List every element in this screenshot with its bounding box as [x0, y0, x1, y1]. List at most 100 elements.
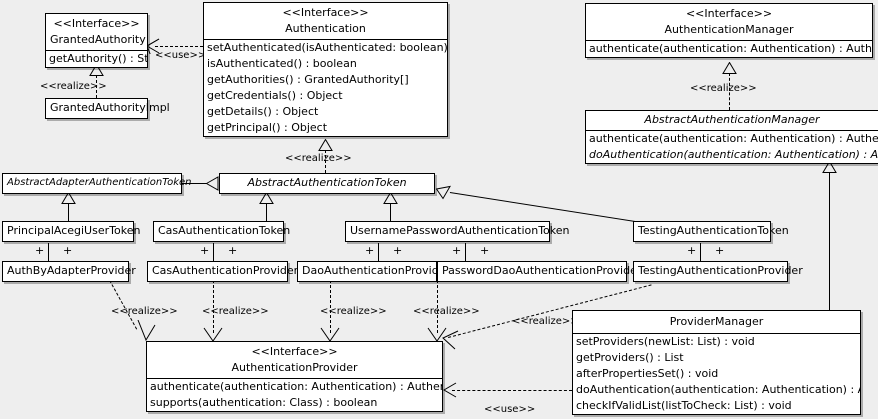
- class-name-testingauthenticationprovider: TestingAuthenticationProvider: [638, 264, 803, 277]
- class-box-principalacegiusertoken[interactable]: PrincipalAcegiUserToken: [2, 221, 140, 242]
- association-link-userpasstoken-pwddaoprovider: [465, 243, 466, 261]
- class-header-authenticationmanager: <<Interface>> AuthenticationManager: [586, 4, 872, 40]
- class-header-providermanager: ProviderManager: [573, 311, 860, 333]
- operation-row: doAuthentication(authentication: Authent…: [589, 148, 878, 161]
- use-link-providermanager-authenticationprovider: [452, 390, 572, 391]
- realize-link-casprovider-authenticationprovider: [213, 280, 214, 333]
- association-link-principalacegi-authbyadapter: [48, 243, 49, 261]
- operation-row: supports(authentication: Class) : boolea…: [150, 396, 378, 409]
- operation-row: authenticate(authentication: Authenticat…: [150, 380, 442, 393]
- realize-triangle-authentication: [318, 139, 333, 151]
- divider-abstractauthenticationmanager: [586, 130, 878, 131]
- operations-authenticationmanager: authenticate(authentication: Authenticat…: [586, 41, 872, 57]
- class-name-grantedauthorityimpl: GrantedAuthorityImpl: [50, 101, 170, 114]
- class-name-daoauthenticationprovider: DaoAuthenticationProvider: [302, 264, 450, 277]
- operation-row: authenticate(authentication: Authenticat…: [589, 42, 872, 55]
- association-multiplicity-userpasstoken-dao: +: [365, 244, 375, 257]
- operation-row: authenticate(authentication: Authenticat…: [589, 132, 878, 145]
- class-box-casauthenticationprovider[interactable]: CasAuthenticationProvider: [147, 261, 299, 282]
- class-box-grantedauthorityimpl[interactable]: GrantedAuthorityImpl: [45, 98, 170, 119]
- class-box-authbyadapterprovider[interactable]: AuthByAdapterProvider: [2, 261, 136, 282]
- realize-link-authbyadapter-authenticationprovider: [109, 280, 138, 330]
- generalization-triangle-abstracttoken-cas: [259, 192, 274, 204]
- class-box-providermanager[interactable]: ProviderManager setProviders(newList: Li…: [572, 310, 861, 415]
- class-header-casauthenticationtoken: CasAuthenticationToken: [154, 222, 291, 241]
- operations-grantedauthority: getAuthority() : String: [46, 51, 147, 67]
- class-box-abstractadapterauthenticationtoken[interactable]: AbstractAdapterAuthenticationToken: [2, 173, 192, 194]
- class-name-testingauthenticationtoken: TestingAuthenticationToken: [638, 224, 789, 237]
- class-header-abstractauthenticationmanager: AbstractAuthenticationManager: [586, 111, 878, 130]
- operation-row: setAuthenticated(isAuthenticated: boolea…: [207, 41, 447, 54]
- class-box-grantedauthority[interactable]: <<Interface>> GrantedAuthority getAuthor…: [45, 13, 148, 68]
- divider-authenticationprovider: [147, 378, 442, 379]
- association-link-castoken-casprovider: [213, 243, 214, 261]
- class-header-casauthenticationprovider: CasAuthenticationProvider: [148, 262, 299, 281]
- class-name-casauthenticationprovider: CasAuthenticationProvider: [152, 264, 299, 277]
- class-name-authbyadapterprovider: AuthByAdapterProvider: [7, 264, 136, 277]
- use-label-providermanager: <<use>>: [484, 404, 536, 415]
- association-multiplicity-authbyadapter: +: [63, 244, 73, 257]
- operation-row: getDetails() : Object: [207, 105, 319, 118]
- class-box-usernamepasswordauthenticationtoken[interactable]: UsernamePasswordAuthenticationToken: [345, 221, 570, 242]
- realize-label-pwddaoprovider: <<realize>>: [413, 306, 480, 317]
- realize-link-daoprovider-authenticationprovider: [330, 280, 331, 333]
- realize-label-casprovider: <<realize>>: [202, 306, 269, 317]
- class-name-grantedauthority: GrantedAuthority: [50, 33, 146, 46]
- class-box-authenticationmanager[interactable]: <<Interface>> AuthenticationManager auth…: [585, 3, 873, 58]
- operation-row: getAuthorities() : GrantedAuthority[]: [207, 73, 409, 86]
- class-name-abstractadapterauthenticationtoken: AbstractAdapterAuthenticationToken: [7, 177, 192, 188]
- realize-label-abstractauthenticationmanager: <<realize>>: [690, 83, 757, 94]
- class-name-casauthenticationtoken: CasAuthenticationToken: [158, 224, 291, 237]
- realize-label-testingprovider: <<realize>>: [512, 316, 579, 327]
- class-box-testingauthenticationtoken[interactable]: TestingAuthenticationToken: [633, 221, 789, 242]
- association-multiplicity-casprovider: +: [228, 244, 238, 257]
- realize-label-authbyadapter: <<realize>>: [111, 306, 178, 317]
- class-header-authenticationprovider: <<Interface>> AuthenticationProvider: [147, 342, 442, 378]
- generalization-link-castoken-abstracttoken: [266, 203, 267, 221]
- operation-row: getAuthority() : String: [49, 52, 147, 65]
- association-multiplicity-testingprovider: +: [715, 244, 725, 257]
- association-multiplicity-castoken: +: [200, 244, 210, 257]
- association-link-testingtoken-testingprovider: [700, 243, 701, 261]
- class-header-daoauthenticationprovider: DaoAuthenticationProvider: [298, 262, 450, 281]
- realize-label-grantedauthorityimpl: <<realize>>: [40, 81, 107, 92]
- class-header-grantedauthority: <<Interface>> GrantedAuthority: [46, 14, 147, 50]
- realize-label-abstractauthenticationtoken: <<realize>>: [285, 153, 352, 164]
- realize-link-pwddaoprovider-authenticationprovider: [437, 280, 438, 333]
- class-box-passworddaoauthenticationprovider[interactable]: PasswordDaoAuthenticationProvider: [437, 261, 641, 282]
- stereotype-interface-authentication: <<Interface>>: [282, 6, 369, 19]
- class-box-testingauthenticationprovider[interactable]: TestingAuthenticationProvider: [633, 261, 803, 282]
- realize-label-daoprovider: <<realize>>: [320, 306, 387, 317]
- class-name-authentication: Authentication: [285, 22, 366, 35]
- class-box-authentication[interactable]: <<Interface>> Authentication setAuthenti…: [203, 2, 448, 137]
- class-box-abstractauthenticationtoken[interactable]: AbstractAuthenticationToken: [219, 173, 435, 194]
- class-header-testingauthenticationprovider: TestingAuthenticationProvider: [634, 262, 803, 281]
- class-header-abstractauthenticationtoken: AbstractAuthenticationToken: [220, 174, 434, 193]
- generalization-link-usernamepasswordtoken-abstracttoken: [390, 203, 391, 221]
- generalization-triangle-abstracttoken-userpass: [383, 192, 398, 204]
- class-name-abstractauthenticationtoken: AbstractAuthenticationToken: [247, 176, 407, 189]
- operations-authentication: setAuthenticated(isAuthenticated: boolea…: [204, 40, 447, 136]
- class-name-authenticationmanager: AuthenticationManager: [664, 23, 794, 36]
- realize-arrowhead-testingprovider: [441, 330, 459, 350]
- operation-row: doAuthentication(authentication: Authent…: [576, 383, 860, 396]
- class-header-passworddaoauthenticationprovider: PasswordDaoAuthenticationProvider: [438, 262, 641, 281]
- class-header-grantedauthorityimpl: GrantedAuthorityImpl: [46, 99, 170, 118]
- class-box-abstractauthenticationmanager[interactable]: AbstractAuthenticationManager authentica…: [585, 110, 878, 164]
- operation-row: setProviders(newList: List) : void: [576, 335, 755, 348]
- class-header-principalacegiusertoken: PrincipalAcegiUserToken: [3, 222, 140, 241]
- association-link-userpasstoken-daoprovider: [378, 243, 379, 261]
- use-link-authentication-grantedauthority: [155, 46, 203, 47]
- realize-link-abstractauthenticationtoken-authentication: [325, 150, 326, 173]
- generalization-triangle-abstractauthenticationmanager: [822, 161, 837, 173]
- class-name-usernamepasswordauthenticationtoken: UsernamePasswordAuthenticationToken: [350, 224, 570, 237]
- class-box-casauthenticationtoken[interactable]: CasAuthenticationToken: [153, 221, 291, 242]
- operation-row: checkIfValidList(listToCheck: List) : vo…: [576, 399, 792, 412]
- class-header-testingauthenticationtoken: TestingAuthenticationToken: [634, 222, 789, 241]
- class-box-authenticationprovider[interactable]: <<Interface>> AuthenticationProvider aut…: [146, 341, 443, 412]
- class-box-daoauthenticationprovider[interactable]: DaoAuthenticationProvider: [297, 261, 450, 282]
- realize-arrowhead-authbyadapter: [136, 320, 156, 342]
- generalization-triangle-abstractadapterauthenticationtoken: [61, 192, 76, 204]
- class-header-abstractadapterauthenticationtoken: AbstractAdapterAuthenticationToken: [3, 174, 192, 193]
